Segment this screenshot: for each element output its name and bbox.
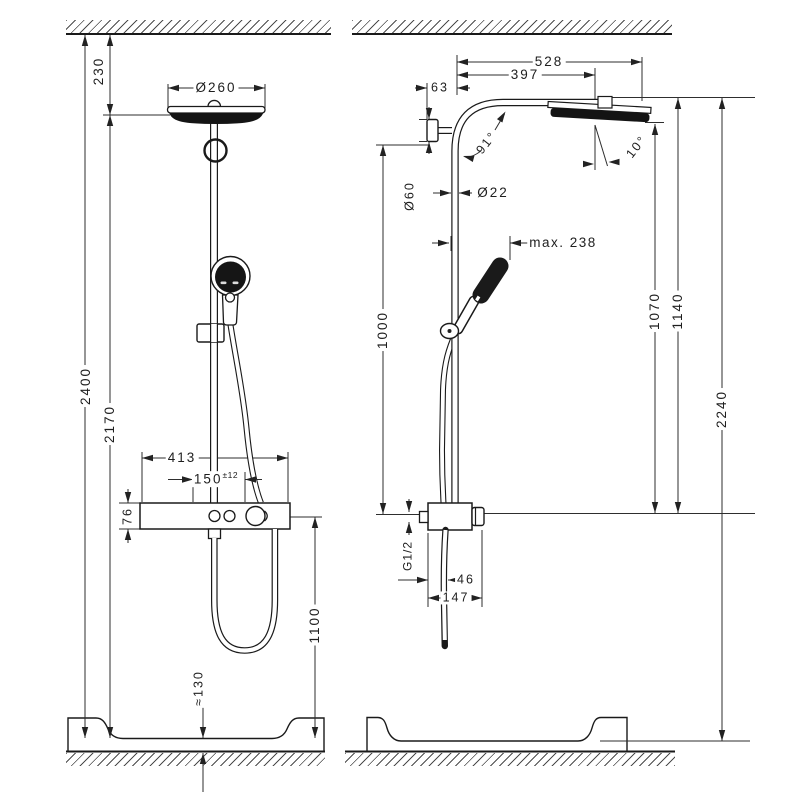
dim-tray-height: ≈130 [191,668,206,708]
dim-head-diameter: Ø260 [193,79,239,96]
dim-ceiling-distance: 230 [90,54,107,88]
dim-arm-reach: 528 [532,53,566,70]
riser-pipe-side [451,98,607,503]
select-button [224,292,236,303]
dim-arm-to-valve-height: 1140 [669,290,686,332]
thermostat-front [139,502,291,540]
dim-wall-offset: 63 [429,80,451,95]
pivot-ring-front [203,138,228,163]
dim-total-height: 2400 [77,364,94,408]
dimension-arrowheads [81,35,726,764]
floor-hatch-side [345,753,675,766]
ceiling-hatch-front [66,20,331,33]
shower-select-2 [223,509,236,523]
hose-outlet [207,528,222,540]
shower-tray-side [366,716,628,751]
dim-valve-depth: 147 [440,590,472,605]
wall-connection-side [426,118,452,143]
ceiling-hatch-side [352,20,672,33]
dim-connection-spacing: 150±12 [191,470,241,487]
swivel-knob [207,99,222,108]
wall-escutcheon [426,118,439,143]
dim-head-height: 2170 [101,402,118,446]
slider-bracket-front [196,323,225,343]
hand-shower-face [215,261,246,293]
side-view [345,33,755,753]
shower-hose-side [438,330,459,504]
dim-wall-to-valve-height: 1000 [374,308,391,352]
dim-thread-size: G1/2 [400,538,415,574]
thermostat-side [418,502,485,531]
temperature-dial [245,505,266,527]
dim-head-center-reach: 397 [508,66,542,83]
shower-select-1 [208,509,221,523]
arm-joint [597,95,613,109]
shower-hose-front [227,324,264,505]
spray-disc [169,113,264,125]
dim-pipe-diameter: Ø22 [475,184,511,201]
dial-knob-side [471,506,485,527]
thread-nipple [418,510,429,524]
hose-loop-front [211,529,279,654]
dim-valve-width: 413 [165,449,199,466]
dimension-lines-side [376,55,755,742]
spray-disc-side [550,107,650,123]
dim-valve-body-height: 76 [120,505,135,527]
dim-head-to-valve-height: 1070 [646,289,663,333]
dim-valve-height: 1100 [306,604,323,646]
shower-tray-front [67,717,325,751]
overhead-shower-front [166,99,266,125]
hose-end-side [440,526,449,650]
hand-shower-head-side [472,257,509,304]
dim-escutcheon-diameter: Ø60 [402,179,417,213]
dim-arm-to-floor-height: 2240 [713,387,730,431]
hand-shower-side [439,257,509,340]
dim-handshower-reach: max. 238 [527,234,599,251]
hand-shower-handle [221,294,239,326]
dim-hose-offset: 46 [455,572,477,587]
hand-shower-front [210,255,251,326]
floor-hatch-front [66,753,325,766]
